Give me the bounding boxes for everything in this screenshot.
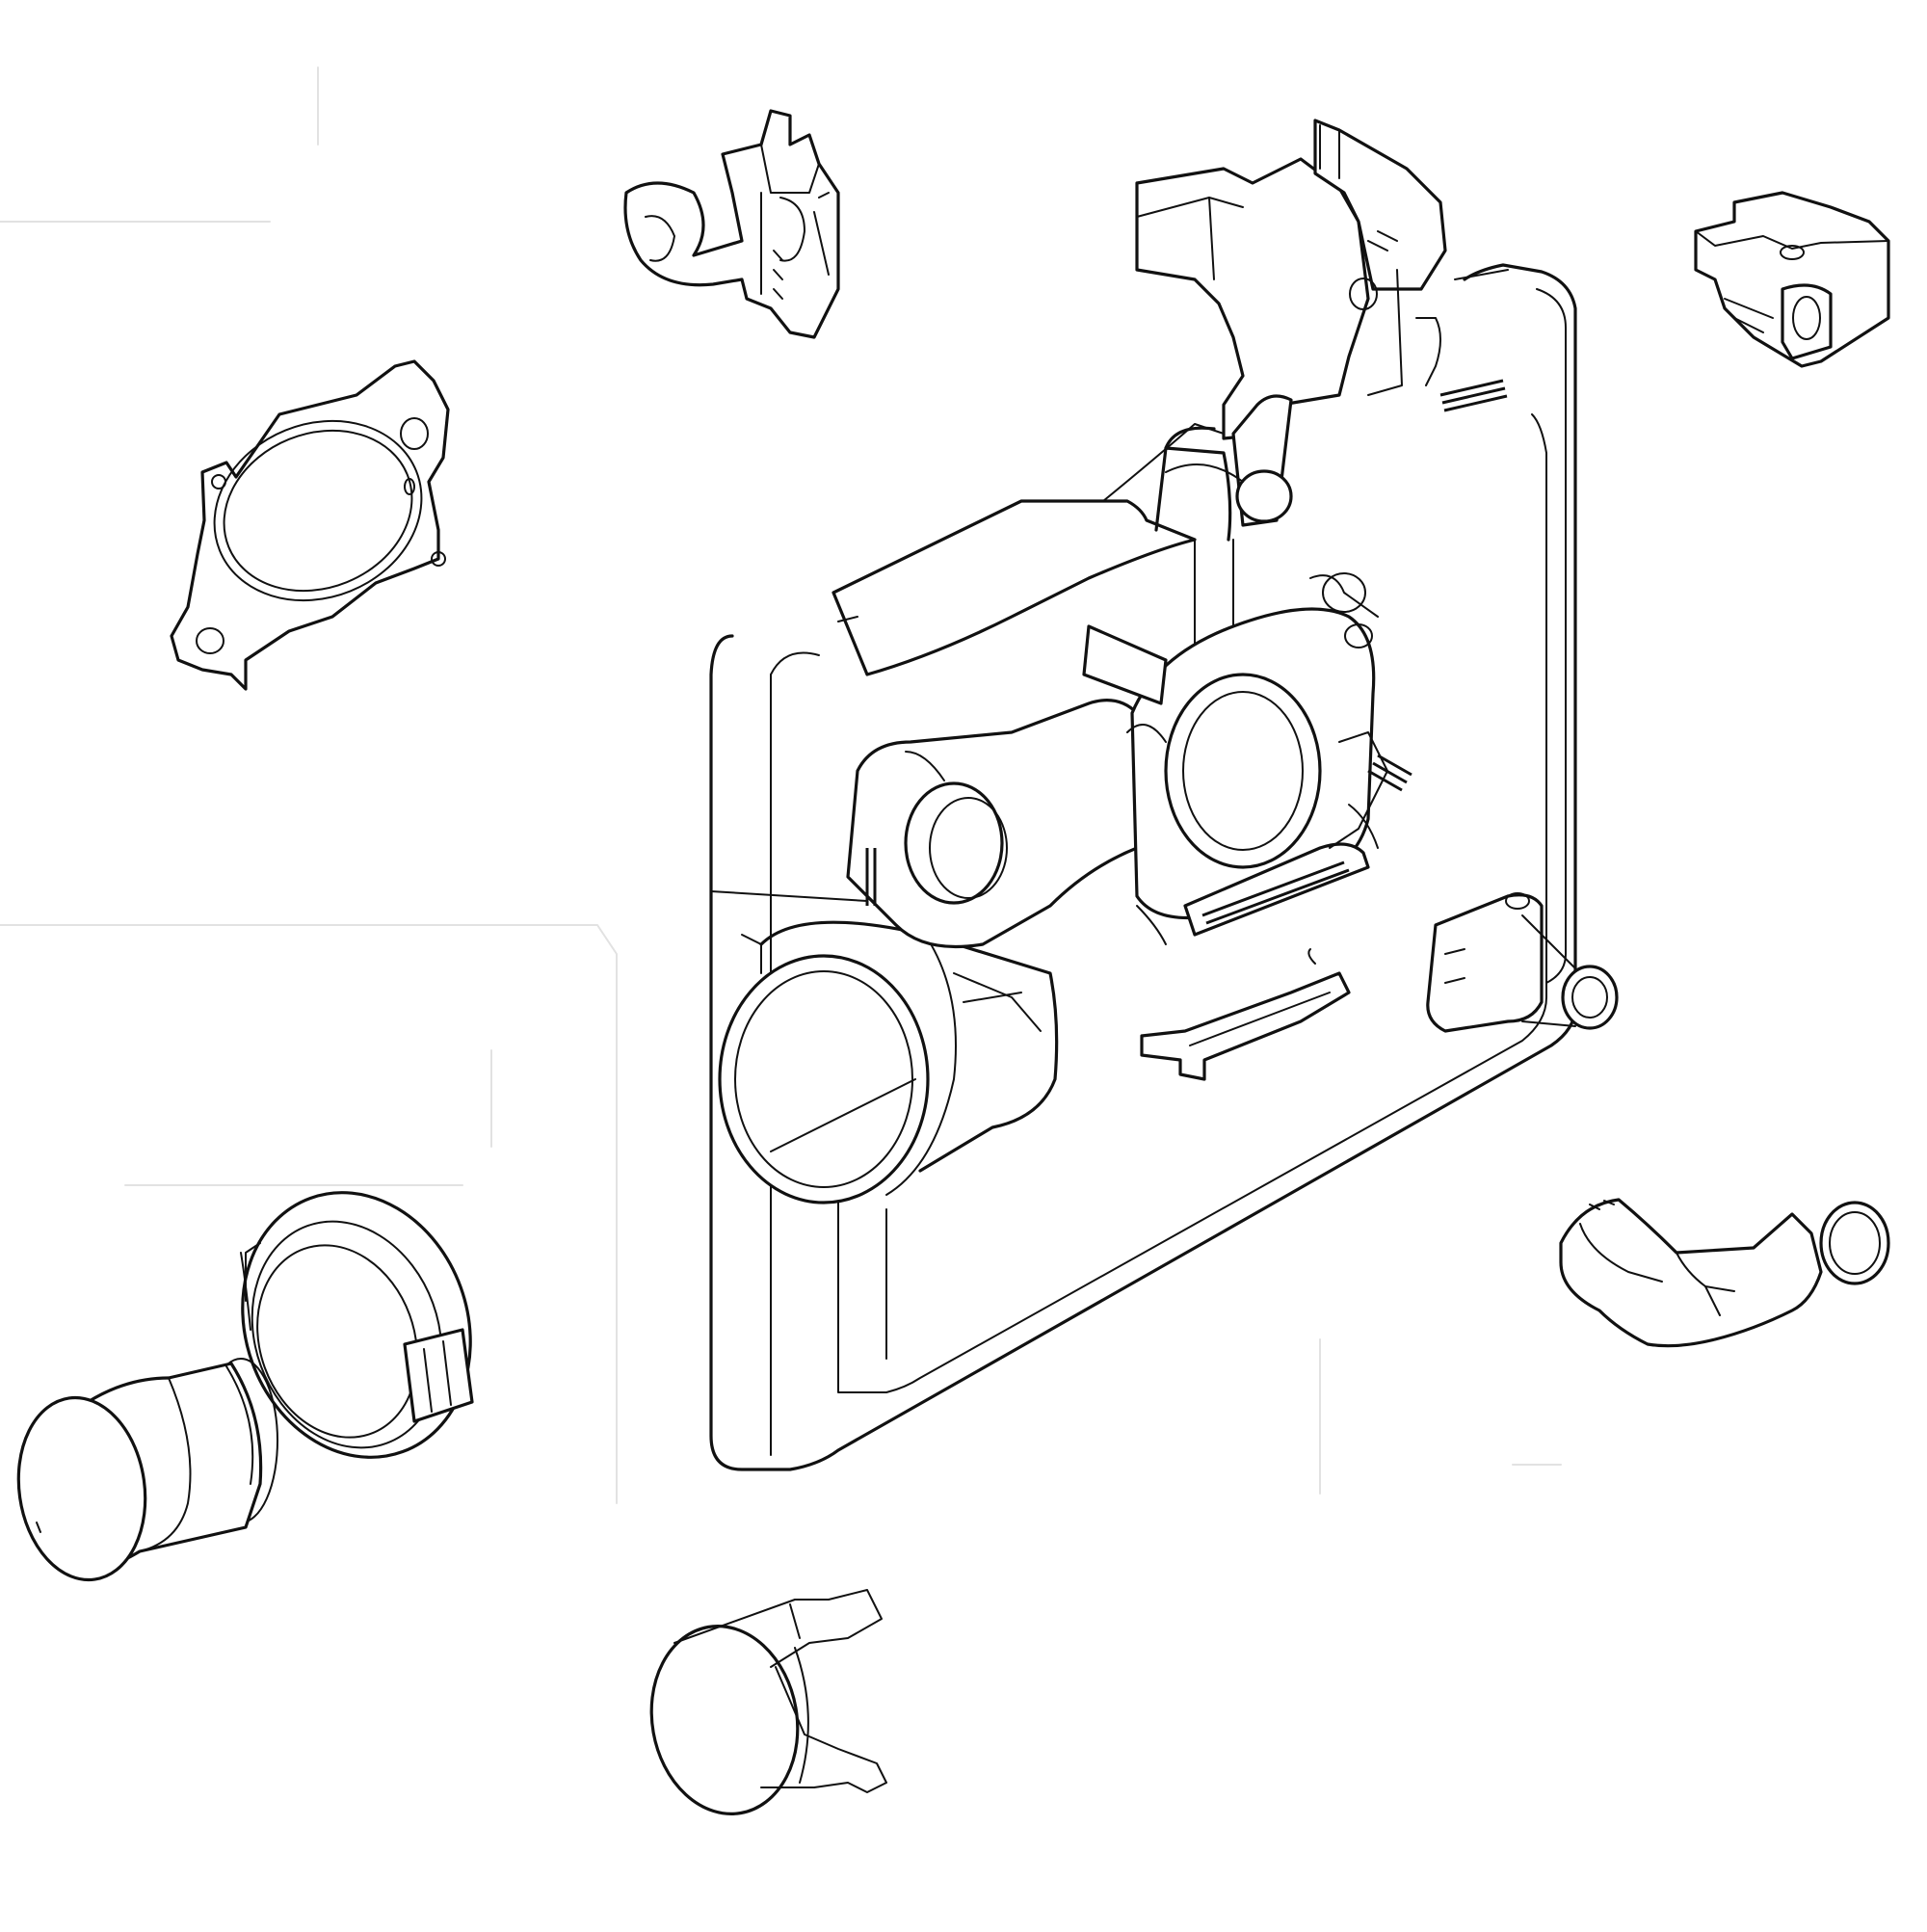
collar-ring xyxy=(240,1191,474,1459)
hose-fitting xyxy=(1426,892,1619,1033)
ghost-outline xyxy=(0,66,1562,1504)
bottom-cap xyxy=(649,1589,887,1815)
intake-tube xyxy=(718,920,1059,1204)
throttle-body-assembly xyxy=(832,423,1412,949)
bracket-top-right xyxy=(1694,191,1890,368)
small-clip-top xyxy=(623,109,840,339)
gasket xyxy=(170,359,450,691)
air-box-housing xyxy=(709,263,1577,1471)
top-connector-bracket xyxy=(1135,119,1508,527)
lever-link xyxy=(1140,948,1351,1081)
elbow-fitting xyxy=(1559,1198,1890,1348)
filter-cap xyxy=(16,1358,278,1582)
